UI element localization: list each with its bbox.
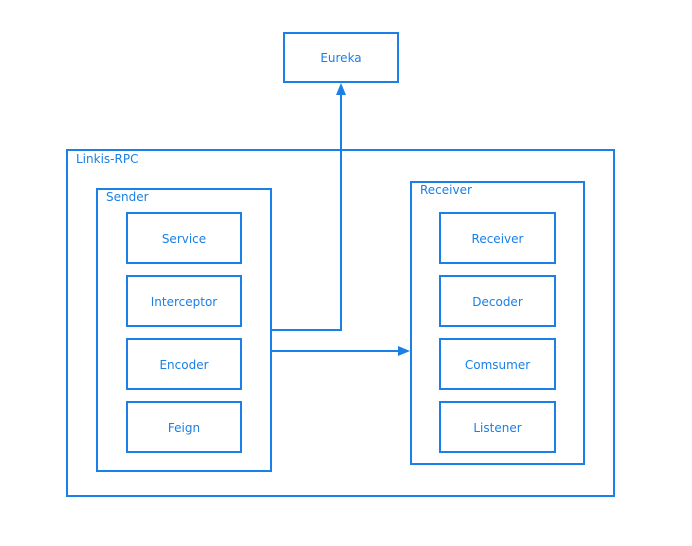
receiver-component-receiver: Receiver — [439, 212, 556, 264]
edge-sender-to-receiver — [271, 346, 410, 356]
component-label: Comsumer — [465, 358, 530, 372]
receiver-component-listener: Listener — [439, 401, 556, 453]
component-label: Interceptor — [151, 295, 218, 309]
component-label: Service — [162, 232, 206, 246]
component-label: Receiver — [472, 232, 524, 246]
receiver-component-comsumer: Comsumer — [439, 338, 556, 390]
sender-component-service: Service — [126, 212, 242, 264]
linkis-rpc-title: Linkis-RPC — [76, 152, 138, 166]
eureka-label: Eureka — [320, 51, 361, 65]
receiver-component-decoder: Decoder — [439, 275, 556, 327]
edge-sender-to-eureka — [271, 83, 346, 331]
sender-component-feign: Feign — [126, 401, 242, 453]
sender-component-encoder: Encoder — [126, 338, 242, 390]
component-label: Listener — [473, 421, 521, 435]
component-label: Feign — [168, 421, 200, 435]
eureka-node: Eureka — [283, 32, 399, 83]
component-label: Decoder — [472, 295, 523, 309]
sender-component-interceptor: Interceptor — [126, 275, 242, 327]
arrowhead-right-icon — [398, 346, 410, 356]
arrowhead-up-icon — [336, 83, 346, 95]
component-label: Encoder — [159, 358, 208, 372]
receiver-title: Receiver — [420, 183, 472, 197]
sender-group: Sender Service Interceptor Encoder Feign — [96, 188, 272, 472]
sender-title: Sender — [106, 190, 149, 204]
receiver-group: Receiver Receiver Decoder Comsumer Liste… — [410, 181, 585, 465]
